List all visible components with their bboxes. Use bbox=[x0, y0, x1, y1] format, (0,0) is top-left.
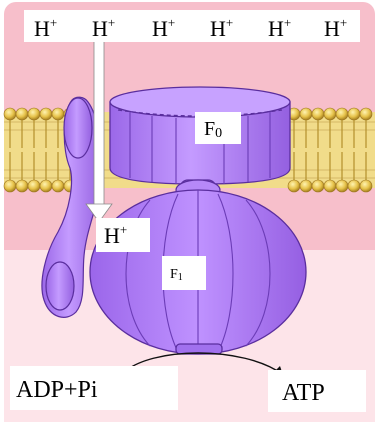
proton-label: H bbox=[268, 16, 284, 41]
substrate-label: ADP+Pi bbox=[16, 377, 98, 403]
channel-proton-charge: + bbox=[120, 222, 127, 237]
proton-charge: + bbox=[108, 15, 115, 30]
proton-label: H bbox=[92, 16, 108, 41]
proton-charge: + bbox=[226, 15, 233, 30]
proton-label: H bbox=[210, 16, 226, 41]
proton-charge: + bbox=[284, 15, 291, 30]
proton-label: H bbox=[34, 16, 50, 41]
f1-label: F bbox=[170, 267, 178, 282]
proton-charge: + bbox=[168, 15, 175, 30]
product-label: ATP bbox=[282, 380, 325, 406]
proton-label: H bbox=[324, 16, 340, 41]
f0-label: F bbox=[204, 118, 215, 140]
top-label-box bbox=[24, 10, 360, 42]
channel-proton-label: H bbox=[104, 223, 120, 248]
proton-charge: + bbox=[340, 15, 347, 30]
f1-subscript: 1 bbox=[178, 272, 183, 283]
proton-label: H bbox=[152, 16, 168, 41]
proton-charge: + bbox=[50, 15, 57, 30]
f0-subscript: 0 bbox=[215, 126, 222, 141]
f1-label-box bbox=[162, 256, 206, 290]
